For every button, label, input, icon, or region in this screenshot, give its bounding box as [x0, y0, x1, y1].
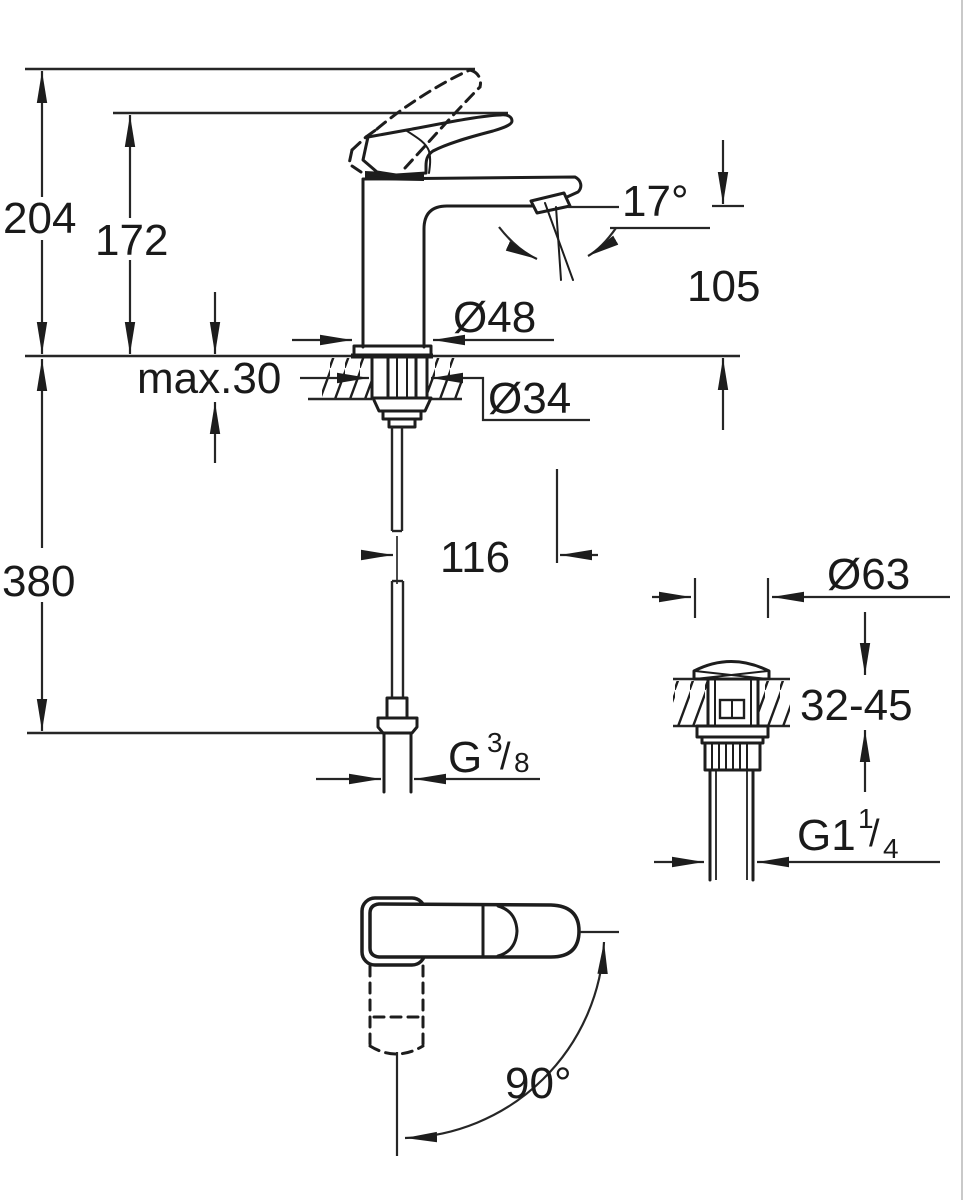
dimension-17deg [498, 205, 710, 261]
waste-valve-section [673, 660, 790, 882]
spout-underside [422, 204, 536, 349]
faucet-side-view [347, 68, 583, 794]
supply-hose [376, 579, 419, 794]
label-outlet-offset: 116 [440, 533, 510, 582]
swivel-arc [404, 941, 608, 1143]
label-handle-swivel-angle: 90° [505, 1059, 572, 1108]
labels: 204 172 17° 105 Ø48 max.30 Ø34 380 116 G… [2, 177, 913, 1108]
hose-connector [385, 696, 409, 720]
waste-thread-slash: / [869, 813, 880, 855]
waste-hatch-left [673, 681, 708, 726]
body-outline [361, 175, 583, 349]
waste-thread-denominator: 4 [883, 833, 899, 864]
handle-rotated-dashed [368, 964, 425, 1056]
handle-lever [361, 113, 514, 177]
label-spout-angle: 17° [622, 177, 689, 226]
waste-tailpipe [708, 768, 755, 882]
label-spout-outlet-height: 105 [687, 262, 760, 311]
supply-thread-denominator: 8 [514, 747, 530, 778]
waste-flange-nut [695, 724, 770, 739]
waste-thread-lines [711, 742, 748, 771]
label-max-deck-thickness: max.30 [137, 354, 281, 403]
label-handle-height: 172 [95, 216, 168, 265]
waste-hatch-right [758, 681, 790, 726]
waste-body [706, 677, 760, 728]
handle-inner-line [406, 130, 432, 174]
handle-top-view [360, 896, 619, 1156]
dimension-d34 [300, 372, 590, 422]
label-waste-thread: G1 1 / 4 [797, 803, 899, 864]
shank-step-2 [387, 417, 417, 429]
supply-tube [390, 427, 404, 533]
handle-raised-dashed [347, 68, 482, 180]
waste-thread-prefix: G1 [797, 811, 856, 860]
label-supply-depth: 380 [2, 557, 75, 606]
label-base-diameter: Ø48 [453, 293, 536, 342]
dimension-d63 [652, 578, 950, 618]
spout-axis-line [555, 206, 562, 281]
dimension-116 [361, 469, 598, 563]
label-waste-flange-diameter: Ø63 [827, 550, 910, 599]
aerator [529, 191, 572, 215]
waste-cap [692, 660, 771, 681]
supply-thread-numerator: 3 [487, 727, 503, 758]
label-supply-thread: G 3 / 8 [448, 727, 530, 782]
shank [386, 355, 418, 400]
label-overall-height: 204 [3, 194, 76, 243]
dimension-105 [712, 140, 744, 430]
hose-nut [376, 716, 419, 735]
handle-lever-top [368, 902, 581, 959]
spout-angle-line [544, 202, 574, 281]
supply-thread-slash: / [500, 736, 511, 778]
supply-thread-prefix: G [448, 733, 482, 782]
waste-thread-numerator: 1 [858, 803, 874, 834]
label-shank-diameter: Ø34 [488, 374, 571, 423]
shank-nut [371, 396, 433, 413]
label-waste-deck-range: 32-45 [800, 681, 913, 730]
